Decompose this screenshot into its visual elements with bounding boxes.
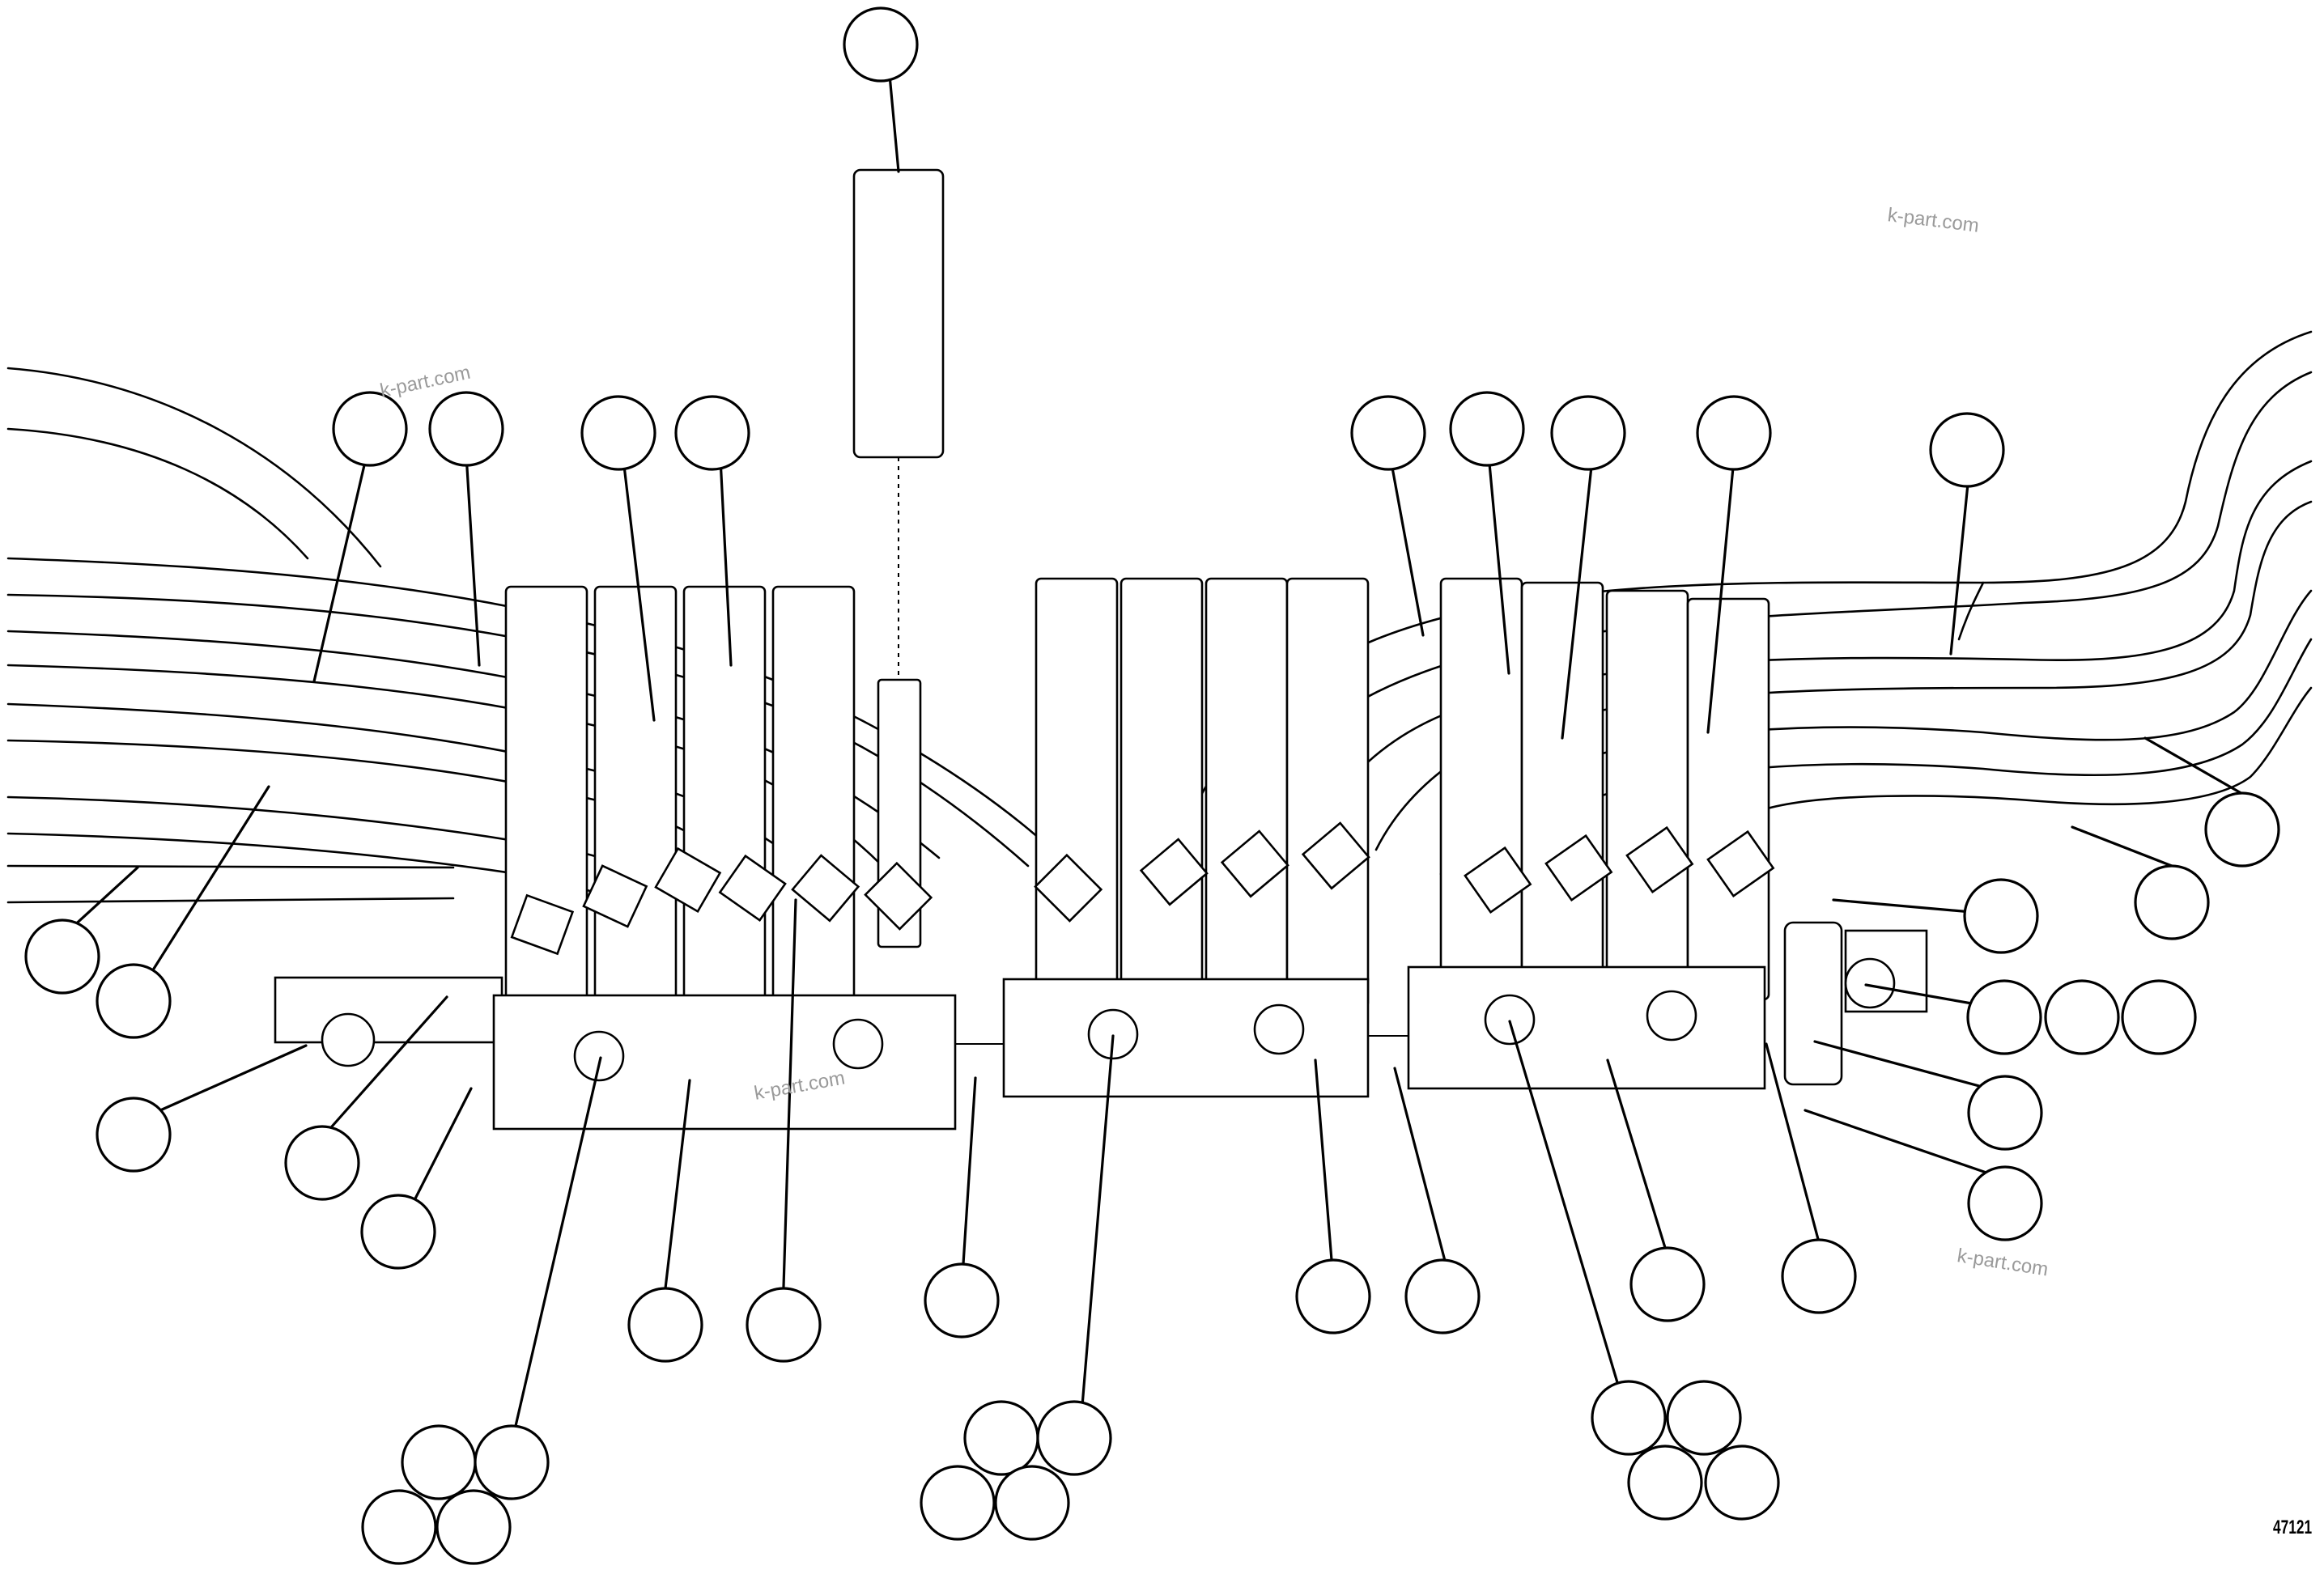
- callout-circle: [24, 919, 100, 995]
- callout-circle: [674, 395, 750, 471]
- callout-circle: [1350, 395, 1426, 471]
- callout-circle: [96, 963, 172, 1039]
- callout-circle: [2121, 979, 2197, 1055]
- figure-number: 47121: [2273, 1517, 2313, 1538]
- callout-circle: [1295, 1258, 1371, 1334]
- accumulator: [852, 168, 945, 680]
- callout-circle: [1449, 391, 1525, 467]
- callout-leader-lines: [70, 65, 2245, 1428]
- callout-circle: [580, 395, 656, 471]
- bolts: [321, 957, 1896, 1082]
- callout-circle: [1704, 1445, 1780, 1521]
- callout-circle: [474, 1424, 550, 1500]
- right-valve-cylinders: [1439, 577, 1770, 1001]
- callout-circle: [963, 1400, 1039, 1476]
- callout-circle: [1666, 1380, 1742, 1456]
- callout-circle: [1929, 412, 2005, 488]
- callout-circle: [2204, 791, 2280, 868]
- callout-circle: [1967, 1165, 2043, 1241]
- callout-circle: [284, 1125, 360, 1201]
- callout-circle: [1696, 395, 1772, 471]
- callout-circle: [360, 1194, 436, 1270]
- callout-circle: [1629, 1246, 1706, 1322]
- callout-circle: [627, 1287, 703, 1363]
- callout-circle: [401, 1424, 477, 1500]
- center-valve-cylinders: [1035, 577, 1370, 1009]
- callout-circle: [843, 6, 919, 83]
- callout-circle: [924, 1262, 1000, 1339]
- callout-circle: [920, 1465, 996, 1541]
- callout-circle: [1781, 1238, 1857, 1314]
- hose-fittings: [510, 821, 1775, 956]
- callout-circle: [332, 391, 408, 467]
- callout-circle: [1963, 878, 2039, 954]
- callout-circles: [24, 6, 2280, 1565]
- callout-circle: [2134, 864, 2210, 940]
- callout-circle: [1627, 1445, 1703, 1521]
- callout-circle: [1550, 395, 1626, 471]
- callout-circle: [994, 1465, 1070, 1541]
- callout-circle: [1591, 1380, 1667, 1456]
- callout-circle: [1036, 1400, 1112, 1476]
- callout-circle: [1966, 979, 2042, 1055]
- callout-circle: [428, 391, 504, 467]
- callout-circle: [746, 1287, 822, 1363]
- callout-circle: [1404, 1258, 1481, 1334]
- callout-circle: [361, 1489, 437, 1565]
- callout-circle: [435, 1489, 512, 1565]
- left-valve-cylinders: [504, 585, 922, 1017]
- callout-circle: [2044, 979, 2120, 1055]
- callout-circle: [96, 1097, 172, 1173]
- callout-circle: [1967, 1075, 2043, 1151]
